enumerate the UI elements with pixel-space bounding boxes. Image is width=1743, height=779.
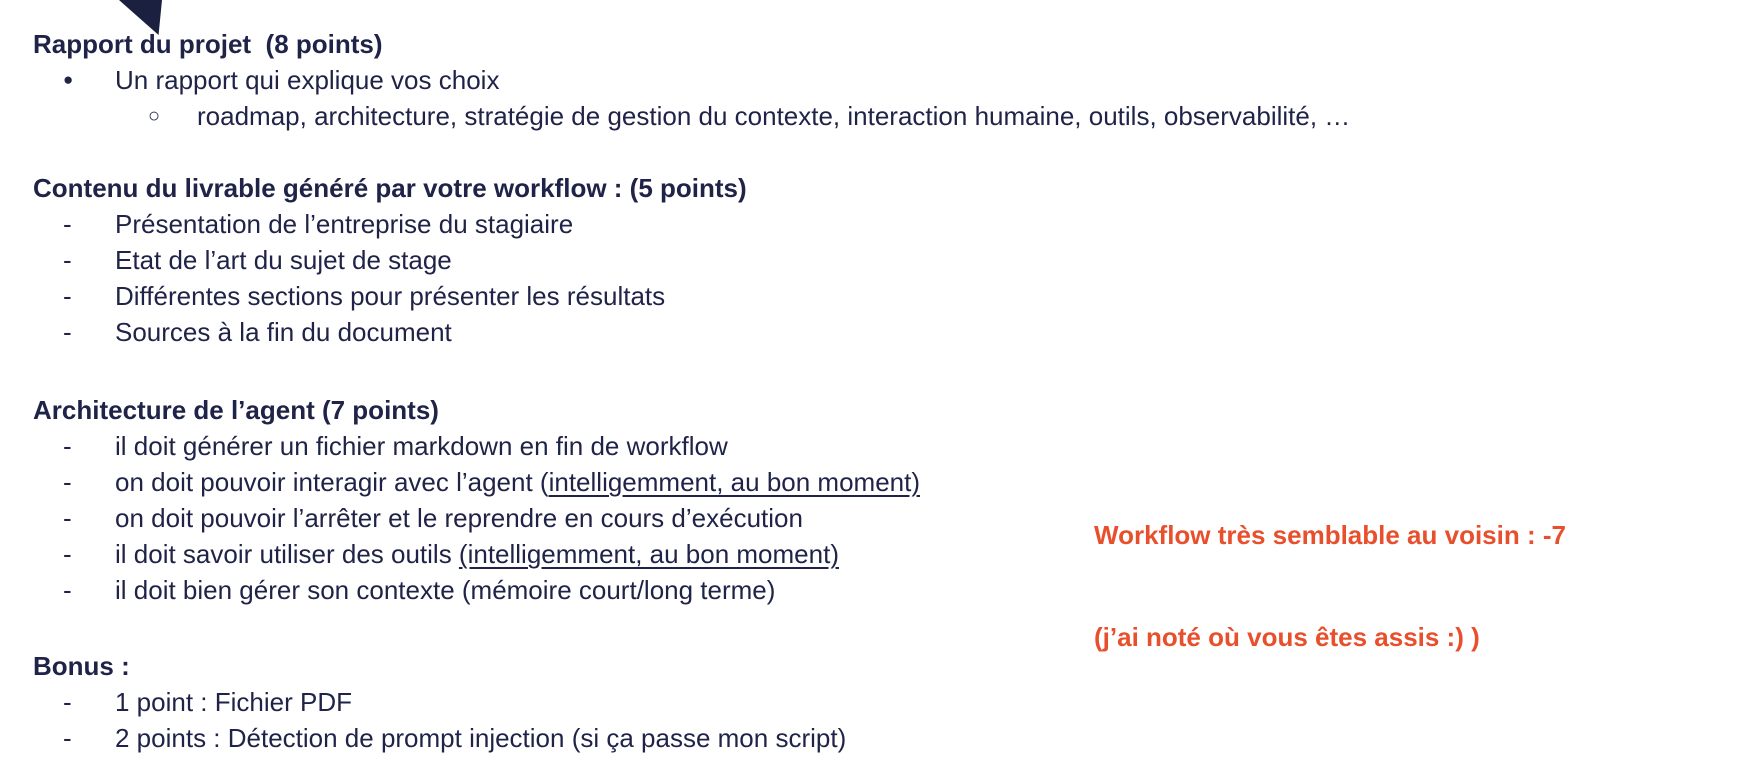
list-item-text: on doit pouvoir interagir avec l’agent (…	[115, 467, 920, 497]
section-heading: Rapport du projet (8 points)	[33, 29, 383, 59]
list-item-text: Etat de l’art du sujet de stage	[115, 245, 452, 275]
list-item: - on doit pouvoir l’arrêter et le reprend…	[33, 500, 1743, 536]
list-item: - on doit pouvoir interagir avec l’agent …	[33, 464, 1743, 500]
dash-marker-icon: -	[63, 317, 72, 347]
grader-comment: Workflow très semblable au voisin : -7 (…	[1094, 450, 1566, 722]
list-item: - Etat de l’art du sujet de stage	[33, 242, 1743, 278]
dash-marker-icon: -	[63, 539, 72, 569]
list-item: - il doit générer un fichier markdown en …	[33, 428, 1743, 464]
grading-document: Rapport du projet (8 points) ● Un rapport …	[33, 0, 1743, 779]
list-item-text: Sources à la fin du document	[115, 317, 452, 347]
list-item: - il doit bien gérer son contexte (mémoir…	[33, 572, 1743, 608]
list-item: - il doit savoir utiliser des outils (int…	[33, 536, 1743, 572]
dash-marker-icon: -	[63, 503, 72, 533]
list-item-text: 2 points : Détection de prompt injection…	[115, 723, 847, 753]
list-item-text: Présentation de l’entreprise du stagiair…	[115, 209, 574, 239]
list-item: - 1 point : Fichier PDF	[33, 684, 1743, 720]
dash-marker-icon: -	[63, 467, 72, 497]
dash-marker-icon: -	[63, 687, 72, 717]
list-item-text: il doit générer un fichier markdown en f…	[115, 431, 728, 461]
list-item: - 2 points : Détection de prompt injectio…	[33, 720, 1743, 756]
list-item-text: il doit savoir utiliser des outils (inte…	[115, 539, 839, 569]
grader-comment-line: Workflow très semblable au voisin : -7	[1094, 520, 1566, 550]
circle-marker-icon: ○	[148, 105, 161, 127]
list-item-text: 1 point : Fichier PDF	[115, 687, 352, 717]
dash-marker-icon: -	[63, 431, 72, 461]
section-heading: Bonus :	[33, 651, 130, 681]
list-item: - Présentation de l’entreprise du stagiai…	[33, 206, 1743, 242]
list-item: ○ roadmap, architecture, stratégie de ges…	[33, 98, 1743, 134]
section: Contenu du livrable généré par votre wor…	[33, 170, 1743, 350]
dash-marker-icon: -	[63, 245, 72, 275]
list-item: - Sources à la fin du document	[33, 314, 1743, 350]
section-heading: Contenu du livrable généré par votre wor…	[33, 173, 747, 203]
list-item-text: Un rapport qui explique vos choix	[115, 65, 500, 95]
list-item-text: roadmap, architecture, stratégie de gest…	[197, 101, 1351, 131]
list-item-text: Différentes sections pour présenter les …	[115, 281, 666, 311]
dash-marker-icon: -	[63, 209, 72, 239]
dash-marker-icon: -	[63, 281, 72, 311]
list-item: - Différentes sections pour présenter les…	[33, 278, 1743, 314]
list-item: ● Un rapport qui explique vos choix	[33, 62, 1743, 98]
section: Rapport du projet (8 points) ● Un rapport …	[33, 26, 1743, 134]
dash-marker-icon: -	[63, 723, 72, 753]
list-item-text: il doit bien gérer son contexte (mémoire…	[115, 575, 776, 605]
bullet-marker-icon: ●	[63, 70, 74, 89]
section: Architecture de l’agent (7 points) - il do…	[33, 392, 1743, 608]
list-item-text: on doit pouvoir l’arrêter et le reprendr…	[115, 503, 803, 533]
grader-comment-line: (j’ai noté où vous êtes assis :) )	[1094, 622, 1480, 652]
section: Bonus : - 1 point : Fichier PDF - 2 points :…	[33, 648, 1743, 756]
section-heading: Architecture de l’agent (7 points)	[33, 395, 439, 425]
dash-marker-icon: -	[63, 575, 72, 605]
